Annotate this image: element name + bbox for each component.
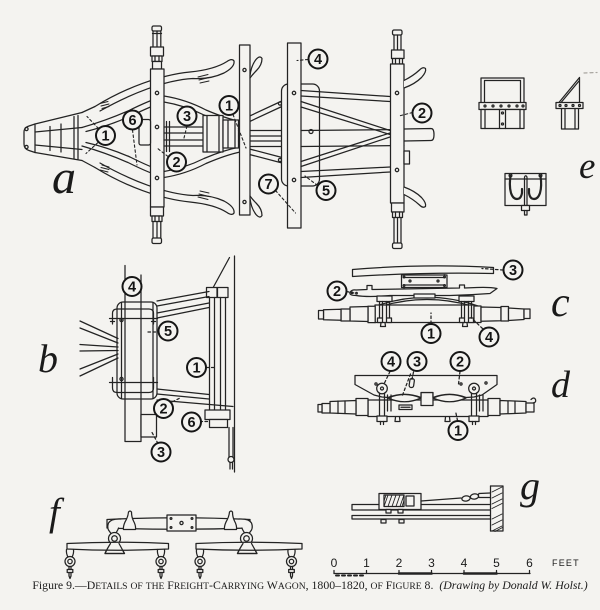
- svg-text:d: d: [551, 364, 571, 406]
- svg-text:c: c: [551, 280, 570, 326]
- svg-text:1: 1: [225, 99, 233, 115]
- svg-text:e: e: [579, 146, 595, 187]
- svg-text:5: 5: [164, 324, 172, 340]
- svg-text:a: a: [52, 151, 76, 204]
- svg-text:4: 4: [485, 330, 493, 346]
- svg-text:4: 4: [461, 556, 468, 570]
- svg-text:5: 5: [322, 184, 330, 200]
- svg-text:1: 1: [363, 556, 370, 570]
- svg-text:3: 3: [157, 445, 165, 461]
- svg-text:3: 3: [428, 556, 435, 570]
- svg-text:2: 2: [396, 556, 403, 570]
- svg-text:4: 4: [387, 355, 395, 371]
- svg-text:3: 3: [183, 109, 191, 125]
- svg-text:4: 4: [314, 52, 322, 68]
- svg-text:2: 2: [456, 355, 464, 371]
- svg-text:3: 3: [509, 263, 517, 279]
- svg-text:2: 2: [172, 155, 180, 171]
- svg-text:1: 1: [101, 129, 109, 145]
- svg-text:6: 6: [128, 113, 136, 129]
- svg-text:1: 1: [192, 361, 200, 377]
- svg-text:1: 1: [454, 424, 462, 440]
- svg-text:2: 2: [333, 284, 341, 300]
- svg-text:FEET: FEET: [552, 558, 580, 568]
- svg-text:6: 6: [187, 415, 195, 431]
- svg-text:4: 4: [128, 280, 136, 296]
- svg-text:7: 7: [264, 177, 272, 193]
- svg-text:3: 3: [413, 355, 421, 371]
- svg-text:5: 5: [493, 556, 500, 570]
- svg-text:0: 0: [331, 556, 338, 570]
- svg-text:g: g: [520, 463, 540, 508]
- svg-text:6: 6: [526, 556, 533, 570]
- svg-text:Figure 9.—DETAILS OF THE FREIG: Figure 9.—DETAILS OF THE FREIGHT-CARRYIN…: [32, 578, 587, 592]
- svg-text:2: 2: [418, 106, 426, 122]
- svg-text:b: b: [38, 336, 58, 381]
- svg-text:2: 2: [159, 402, 167, 418]
- svg-text:1: 1: [427, 327, 435, 343]
